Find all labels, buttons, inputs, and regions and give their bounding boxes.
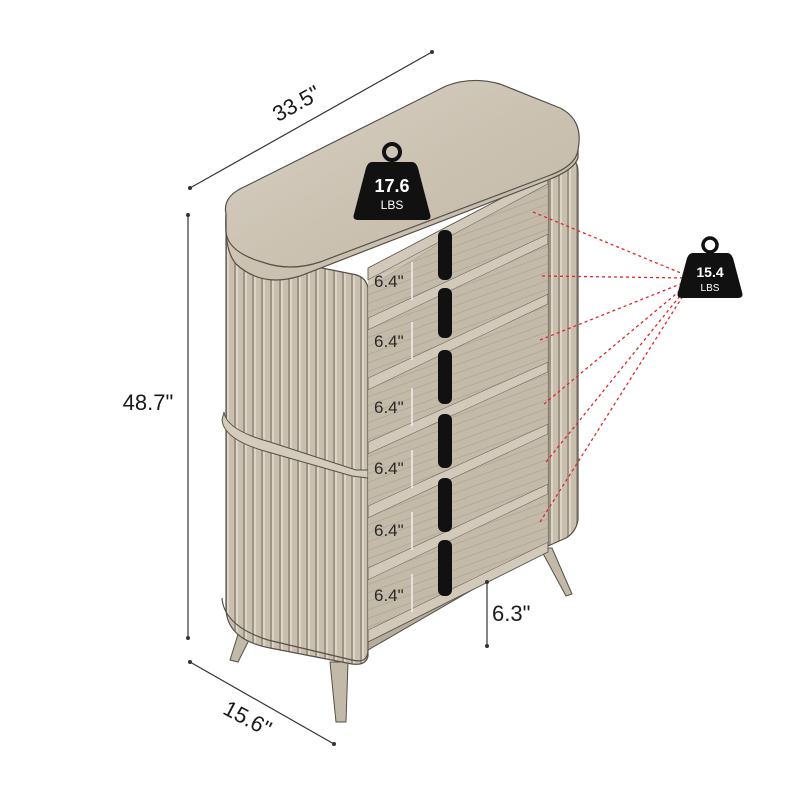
- top-edge: [225, 149, 579, 268]
- shelf-height-2: 6.4": [374, 322, 413, 360]
- depth-dimension: 15.6": [188, 660, 336, 746]
- shelf-height-label: 6.4": [374, 398, 404, 417]
- shelf-height-4: 6.4": [374, 450, 413, 488]
- shelf-height-label: 6.4": [374, 586, 404, 605]
- depth-label: 15.6": [219, 695, 275, 741]
- center-dividers: [438, 230, 452, 596]
- leg-height-dimension: 6.3": [485, 580, 530, 648]
- right-side-panel: [547, 159, 579, 547]
- shelf-height-label: 6.4": [374, 332, 404, 351]
- shelf-height-5: 6.4": [374, 512, 413, 550]
- shelves: [367, 173, 549, 643]
- base-plinth: [221, 597, 369, 662]
- height-dimension: 48.7": [123, 213, 190, 640]
- shelf-height-1: 6.4": [374, 262, 413, 300]
- shelf-height-label: 6.4": [374, 521, 404, 540]
- shelf-height-6: 6.4": [374, 574, 413, 612]
- shelf-height-label: 6.4": [374, 272, 404, 291]
- shelf-height-3: 6.4": [374, 388, 413, 426]
- shelf-load-unit: LBS: [701, 283, 720, 294]
- leg-height-label: 6.3": [492, 601, 530, 626]
- cabinet: [221, 79, 580, 723]
- load-leader-lines: [532, 211, 689, 523]
- shelf-load-value: 15.4: [696, 264, 723, 280]
- width-label: 33.5": [268, 80, 324, 126]
- height-label: 48.7": [123, 390, 174, 415]
- shelf-load-weight-icon: 15.4 LBS: [677, 236, 743, 298]
- top-load-value: 17.6: [374, 176, 409, 196]
- left-side-panel: [225, 231, 369, 665]
- top-load-unit: LBS: [381, 198, 404, 212]
- top-load-weight-icon: 17.6 LBS: [353, 142, 431, 220]
- shelf-height-label: 6.4": [374, 459, 404, 478]
- shelf-height-labels: 6.4" 6.4" 6.4" 6.4" 6.4" 6.4": [374, 262, 413, 612]
